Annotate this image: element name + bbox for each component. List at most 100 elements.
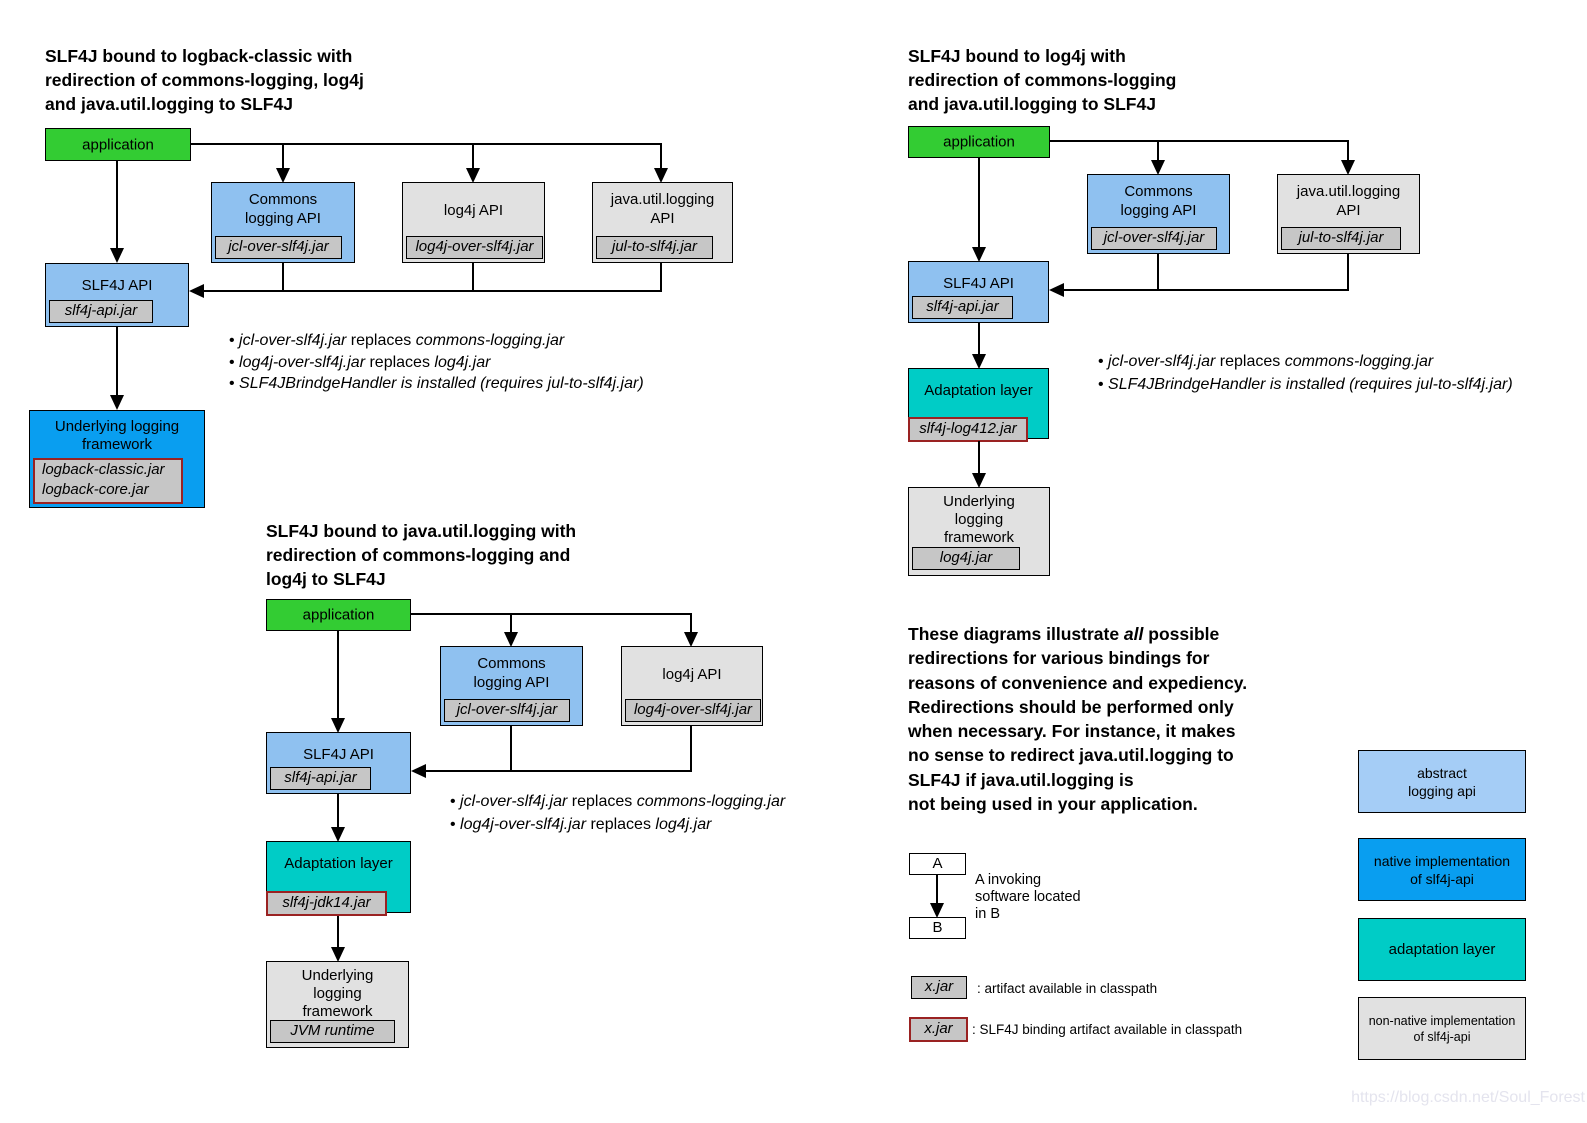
d2-underlying-framework-box: Underlying logging framework log4j.jar — [908, 487, 1050, 576]
arrowhead-down — [972, 247, 986, 262]
d2-slf4j-api-box: SLF4J API slf4j-api.jar — [908, 261, 1049, 323]
d2-jul-label: java.util.logging API — [1296, 183, 1401, 219]
connector-line — [204, 290, 662, 292]
d2-adaptation-layer-box: Adaptation layer slf4j-log412.jar — [908, 368, 1049, 442]
d3-notes: • jcl-over-slf4j.jar replaces commons-lo… — [450, 791, 785, 836]
connector-line — [116, 327, 118, 395]
legend-a-box: A — [909, 853, 966, 875]
paragraph-line: These diagrams illustrate all possible — [908, 624, 1220, 644]
connector-line — [936, 875, 938, 903]
paragraph-line: not being used in your application. — [908, 794, 1198, 815]
connector-line — [337, 794, 339, 827]
legend-nonnative-implementation: non-native implementation of slf4j-api — [1358, 997, 1526, 1060]
paragraph-line: reasons of convenience and expediency. — [908, 672, 1248, 693]
connector-line — [1157, 140, 1159, 160]
d2-jul-jar-tag: jul-to-slf4j.jar — [1281, 227, 1401, 250]
d2-underlying-jar-tag: log4j.jar — [912, 547, 1020, 570]
d3-application-label: application — [302, 606, 375, 624]
note-line: • SLF4JBrindgeHandler is installed (requ… — [1098, 376, 1513, 393]
d3-slf4j-label: SLF4J API — [303, 746, 374, 763]
legend-binding-tag: x.jar — [909, 1017, 968, 1042]
d1-log4j-label: log4j API — [443, 202, 504, 219]
d1-slf4j-jar-tag: slf4j-api.jar — [49, 300, 153, 323]
d1-underlying-jar-tag: logback-classic.jar logback-core.jar — [33, 458, 183, 504]
connector-line — [690, 726, 692, 772]
d3-log4j-jar-tag: log4j-over-slf4j.jar — [625, 699, 761, 722]
diagram2-title: SLF4J bound to log4j with redirection of… — [908, 46, 1177, 114]
connector-line — [1347, 140, 1349, 160]
arrowhead-down — [504, 632, 518, 647]
connector-line — [116, 161, 118, 248]
paragraph-line: SLF4J if java.util.logging is — [908, 769, 1134, 790]
paragraph-line: no sense to redirect java.util.logging t… — [908, 745, 1234, 766]
arrowhead-down — [110, 248, 124, 263]
d2-slf4j-label: SLF4J API — [943, 275, 1014, 292]
connector-line — [1157, 254, 1159, 291]
connector-line — [660, 143, 662, 168]
legend-ab-caption: A invoking software located in B — [975, 872, 1081, 922]
d1-underlying-framework-box: Underlying logging framework logback-cla… — [29, 410, 205, 508]
paragraph-line: when necessary. For instance, it makes — [908, 721, 1236, 742]
d2-adaptation-jar-tag: slf4j-log412.jar — [908, 417, 1028, 442]
d2-jul-api-box: java.util.logging API jul-to-slf4j.jar — [1277, 174, 1420, 254]
legend-binding-caption: : SLF4J binding artifact available in cl… — [972, 1022, 1243, 1037]
note-line: • jcl-over-slf4j.jar replaces commons-lo… — [1098, 353, 1434, 370]
d3-underlying-label: Underlying logging framework — [301, 967, 374, 1020]
note-line: • jcl-over-slf4j.jar replaces commons-lo… — [229, 332, 565, 349]
note-line: • jcl-over-slf4j.jar replaces commons-lo… — [450, 793, 786, 810]
d3-application-box: application — [266, 599, 411, 631]
paragraph-line: redirections for various bindings for — [908, 648, 1210, 669]
d1-log4j-jar-tag: log4j-over-slf4j.jar — [406, 236, 543, 259]
d3-slf4j-api-box: SLF4J API slf4j-api.jar — [266, 732, 411, 794]
note-line: • log4j-over-slf4j.jar replaces log4j.ja… — [229, 353, 491, 371]
legend-a-label: A — [932, 855, 943, 872]
d1-application-label: application — [82, 136, 154, 153]
explanatory-paragraph: These diagrams illustrate all possible r… — [908, 622, 1247, 816]
d1-application-box: application — [45, 128, 191, 161]
d1-slf4j-api-box: SLF4J API slf4j-api.jar — [45, 263, 189, 327]
arrowhead-down — [654, 168, 668, 183]
arrowhead-down — [684, 632, 698, 647]
d3-log4j-api-box: log4j API log4j-over-slf4j.jar — [621, 646, 763, 726]
arrowhead-down — [972, 473, 986, 488]
connector-line — [337, 631, 339, 718]
d1-underlying-label: Underlying logging framework — [54, 418, 180, 453]
note-line: • SLF4JBrindgeHandler is installed (requ… — [229, 375, 644, 392]
arrowhead-down — [930, 903, 944, 918]
connector-line — [1050, 140, 1348, 142]
connector-line — [510, 613, 512, 632]
d3-underlying-framework-box: Underlying logging framework JVM runtime — [266, 961, 409, 1048]
arrowhead-down — [331, 718, 345, 733]
paragraph-line: Redirections should be performed only — [908, 696, 1234, 717]
legend-adaptation-layer: adaptation layer — [1358, 918, 1526, 981]
d1-commons-label: Commons logging API — [245, 191, 321, 227]
connector-line — [510, 726, 512, 772]
d3-underlying-jar-tag: JVM runtime — [270, 1020, 395, 1043]
d1-log4j-api-box: log4j API log4j-over-slf4j.jar — [402, 182, 545, 263]
d3-log4j-label: log4j API — [662, 666, 722, 683]
d1-jul-api-box: java.util.logging API jul-to-slf4j.jar — [592, 182, 733, 263]
legend-native-implementation: native implementation of slf4j-api — [1358, 838, 1526, 901]
d2-adaptation-label: Adaptation layer — [924, 382, 1033, 399]
d1-jul-label: java.util.logging API — [610, 191, 715, 227]
arrowhead-down — [1151, 160, 1165, 175]
legend-artifact-caption: : artifact available in classpath — [977, 981, 1158, 996]
d2-notes: • jcl-over-slf4j.jar replaces commons-lo… — [1098, 350, 1513, 396]
legend-b-label: B — [932, 919, 943, 936]
d3-adaptation-layer-box: Adaptation layer slf4j-jdk14.jar — [266, 841, 411, 916]
connector-line — [1347, 254, 1349, 291]
d2-commons-jar-tag: jcl-over-slf4j.jar — [1091, 227, 1217, 250]
connector-line — [337, 916, 339, 947]
arrowhead-down — [331, 827, 345, 842]
arrowhead-left — [189, 284, 204, 298]
connector-line — [660, 263, 662, 292]
connector-line — [191, 143, 662, 145]
d1-commons-logging-api-box: Commons logging API jcl-over-slf4j.jar — [211, 182, 355, 263]
d2-commons-label: Commons logging API — [1120, 183, 1197, 219]
connector-line — [978, 441, 980, 473]
diagram1-title: SLF4J bound to logback-classic with redi… — [45, 46, 364, 114]
connector-line — [472, 263, 474, 292]
d2-application-box: application — [908, 126, 1050, 158]
connector-line — [282, 263, 284, 292]
